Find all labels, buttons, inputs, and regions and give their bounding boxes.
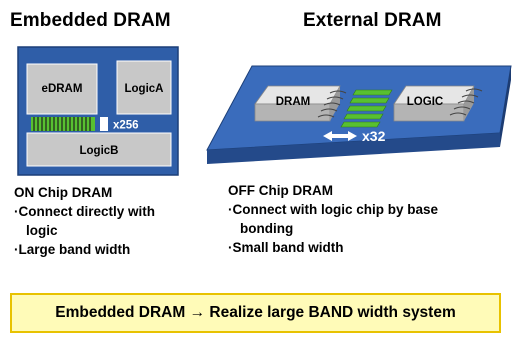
logicb-label: LogicB (80, 145, 119, 157)
logicb-block: LogicB (26, 132, 172, 167)
edram-block: eDRAM (26, 63, 98, 115)
external-logic-chip: LOGIC (393, 85, 475, 122)
off-chip-bullet-1: ·Connect with logic chip by base (228, 202, 439, 217)
external-dram-chip: DRAM (254, 85, 341, 122)
external-dram-package: DRAM LOGIC (206, 65, 512, 164)
on-chip-bullet-1-cont: logic (26, 223, 58, 238)
off-chip-title: OFF Chip DRAM (228, 183, 333, 198)
logica-block: LogicA (116, 60, 172, 115)
wide-bus-256: x256 (31, 117, 139, 132)
embedded-dram-chip: eDRAM LogicA x256 LogicB (17, 46, 179, 176)
edram-label: eDRAM (42, 83, 83, 95)
on-chip-title: ON Chip DRAM (14, 185, 113, 200)
off-chip-description: OFF Chip DRAM ·Connect with logic chip b… (228, 181, 438, 257)
external-logic-label: LOGIC (407, 96, 443, 108)
external-bus-width-label: x32 (362, 128, 386, 144)
external-dram-label: DRAM (276, 96, 311, 108)
on-chip-bullet-1: ·Connect directly with (14, 204, 156, 219)
logica-label: LogicA (125, 83, 164, 95)
narrow-bus-traces (340, 89, 393, 128)
on-chip-description: ON Chip DRAM ·Connect directly with logi… (14, 183, 155, 259)
dram-comparison-figure: eDRAM LogicA x256 LogicB (17, 46, 512, 176)
logic-bond-wires (449, 88, 483, 116)
external-dram-heading: External DRAM (303, 10, 442, 31)
off-chip-bullet-2: ·Small band width (228, 240, 344, 255)
embedded-dram-heading: Embedded DRAM (10, 10, 171, 31)
dram-bond-wires (317, 90, 347, 118)
off-chip-bullet-1-cont: bonding (240, 221, 294, 236)
bus-width-arrow (323, 131, 357, 141)
on-chip-bullet-2: ·Large band width (14, 242, 131, 257)
summary-banner: Embedded DRAM → Realize large BAND width… (10, 293, 501, 333)
embedded-bus-width-label: x256 (113, 120, 139, 132)
